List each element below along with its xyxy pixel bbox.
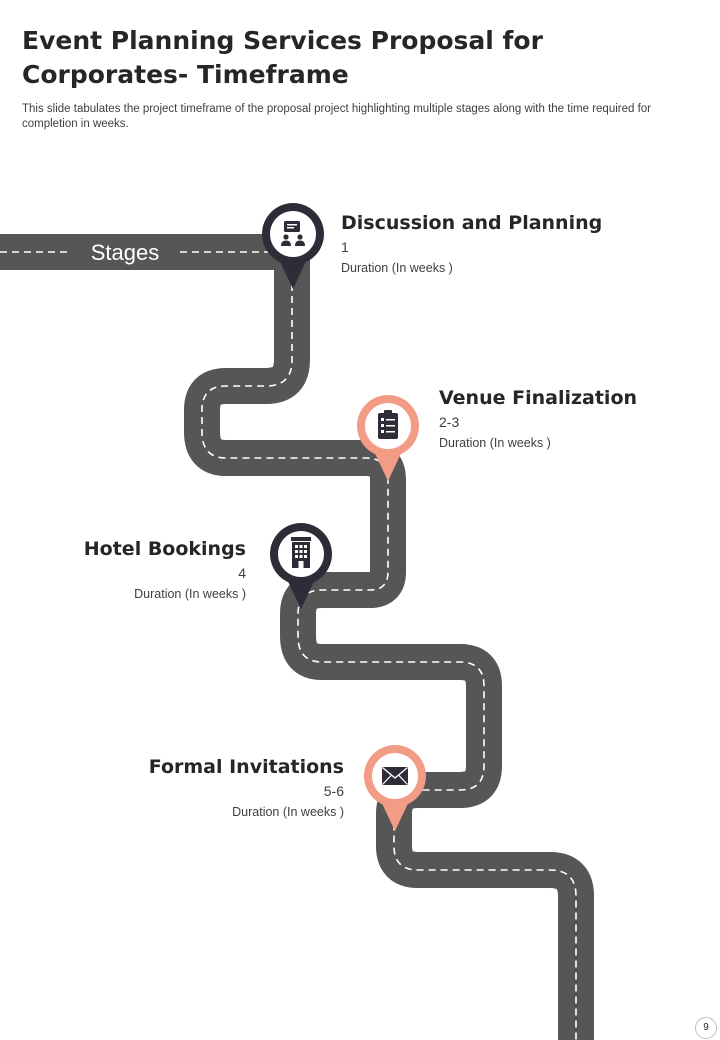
stage-weeks: 1 xyxy=(341,239,349,255)
stage-pin-venue xyxy=(357,395,419,481)
stage-name: Venue Finalization xyxy=(439,387,638,409)
stage-hotel-bookings: Hotel Bookings 4 Duration (In weeks ) xyxy=(84,537,246,603)
hotel-building-icon xyxy=(291,537,311,568)
page-title: Event Planning Services Proposal for Cor… xyxy=(22,26,543,89)
stage-weeks: 2-3 xyxy=(439,414,460,430)
stage-weeks: 4 xyxy=(238,565,246,581)
stage-duration-label: Duration (In weeks ) xyxy=(439,436,551,450)
stage-name: Formal Invitations xyxy=(148,756,344,778)
road-stages-label: Stages xyxy=(90,240,160,265)
stage-pin-hotel xyxy=(270,523,332,609)
stage-discussion-planning: Discussion and Planning 1 Duration (In w… xyxy=(341,211,602,277)
stage-pin-discussion xyxy=(262,203,324,289)
page-number: 9 xyxy=(695,1017,717,1039)
stage-weeks: 5-6 xyxy=(323,783,344,799)
stage-duration-label: Duration (In weeks ) xyxy=(134,587,246,601)
clipboard-checklist-icon xyxy=(378,410,398,439)
envelope-icon xyxy=(382,766,408,785)
stage-name: Hotel Bookings xyxy=(83,538,246,560)
stage-formal-invitations: Formal Invitations 5-6 Duration (In week… xyxy=(149,755,344,821)
stage-pin-invitations xyxy=(364,745,426,831)
stage-name: Discussion and Planning xyxy=(341,212,603,234)
stage-venue-finalization: Venue Finalization 2-3 Duration (In week… xyxy=(439,386,637,452)
meeting-icon xyxy=(281,221,305,246)
stage-duration-label: Duration (In weeks ) xyxy=(232,805,344,819)
page-subtitle: This slide tabulates the project timefra… xyxy=(22,103,652,130)
stage-duration-label: Duration (In weeks ) xyxy=(341,261,453,275)
